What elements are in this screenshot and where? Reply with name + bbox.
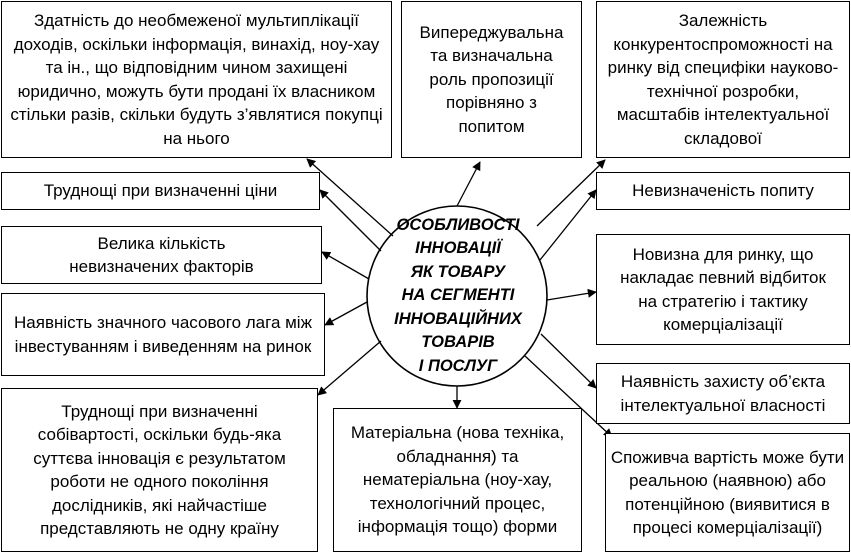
arrow-to-proposal-role (456, 161, 481, 207)
box-consumer-value-text: Споживча вартість може бути реальною (на… (610, 447, 845, 538)
center-title-line: ІННОВАЦІЇ (415, 239, 501, 258)
arrow-to-time-lag (324, 301, 368, 326)
box-proposal-role-text: Випереджувальна та визначальна роль проп… (419, 22, 564, 136)
box-cost-difficulty: Труднощі при визначенні собівартості, ос… (1, 388, 318, 552)
center-title: ОСОБЛИВОСТІ ІННОВАЦІЇ ЯК ТОВАРУ НА СЕГМЕ… (371, 186, 545, 406)
box-proposal-role: Випереджувальна та визначальна роль проп… (401, 1, 582, 158)
box-ip-protection-text: Наявність захисту об’єкта інтелектуально… (620, 372, 826, 415)
center-title-line: НА СЕГМЕНТІ (401, 286, 515, 305)
box-material-forms-text: Матеріальна (нова техніка, обладнання) т… (350, 423, 565, 537)
box-time-lag-text: Наявність значного часового лага між інв… (14, 313, 312, 356)
box-market-novelty: Новизна для ринку, що накладає певний ві… (596, 234, 850, 345)
box-multiplication: Здатність до необмеженої мультиплікації … (1, 1, 392, 158)
box-competitiveness-text: Залежність конкурентоспроможності на рин… (607, 11, 839, 148)
center-title-line: ТОВАРІВ (421, 333, 495, 352)
box-ip-protection: Наявність захисту об’єкта інтелектуально… (596, 363, 850, 424)
center-title-line: ЯК ТОВАРУ (410, 262, 506, 281)
center-title-line: І ПОСЛУГ (418, 356, 498, 375)
arrow-to-uncertain-factors (321, 251, 370, 280)
arrow-to-ip-protection (540, 333, 597, 389)
box-demand-uncertainty-text: Невизначеність попиту (632, 181, 814, 201)
box-time-lag: Наявність значного часового лага між інв… (1, 293, 325, 376)
box-material-forms: Матеріальна (нова техніка, обладнання) т… (333, 408, 582, 552)
box-consumer-value: Споживча вартість може бути реальною (на… (605, 433, 850, 552)
center-title-line: ОСОБЛИВОСТІ (396, 215, 520, 234)
arrow-to-pricing (319, 189, 382, 252)
arrow-to-demand-uncertainty (539, 189, 597, 261)
center-title-line: ІННОВАЦІЙНИХ (394, 309, 522, 328)
arrow-to-market-novelty (546, 288, 597, 301)
box-cost-difficulty-text: Труднощі при визначенні собівартості, ос… (33, 401, 286, 539)
box-market-novelty-text: Новизна для ринку, що накладає певний ві… (620, 244, 826, 335)
box-multiplication-text: Здатність до необмеженої мультиплікації … (10, 11, 383, 148)
box-demand-uncertainty: Невизначеність попиту (596, 172, 850, 210)
box-pricing-text: Труднощі при визначенні ціни (43, 181, 278, 201)
box-uncertain-factors: Велика кількість невизначених факторів (1, 226, 322, 284)
arrow-to-multiplication (306, 158, 394, 237)
arrow-to-competitiveness (536, 159, 606, 227)
box-pricing: Труднощі при визначенні ціни (1, 172, 320, 210)
box-uncertain-factors-text: Велика кількість невизначених факторів (69, 233, 254, 277)
arrow-to-cost-difficulty (317, 340, 382, 396)
box-competitiveness: Залежність конкурентоспроможності на рин… (596, 1, 850, 158)
